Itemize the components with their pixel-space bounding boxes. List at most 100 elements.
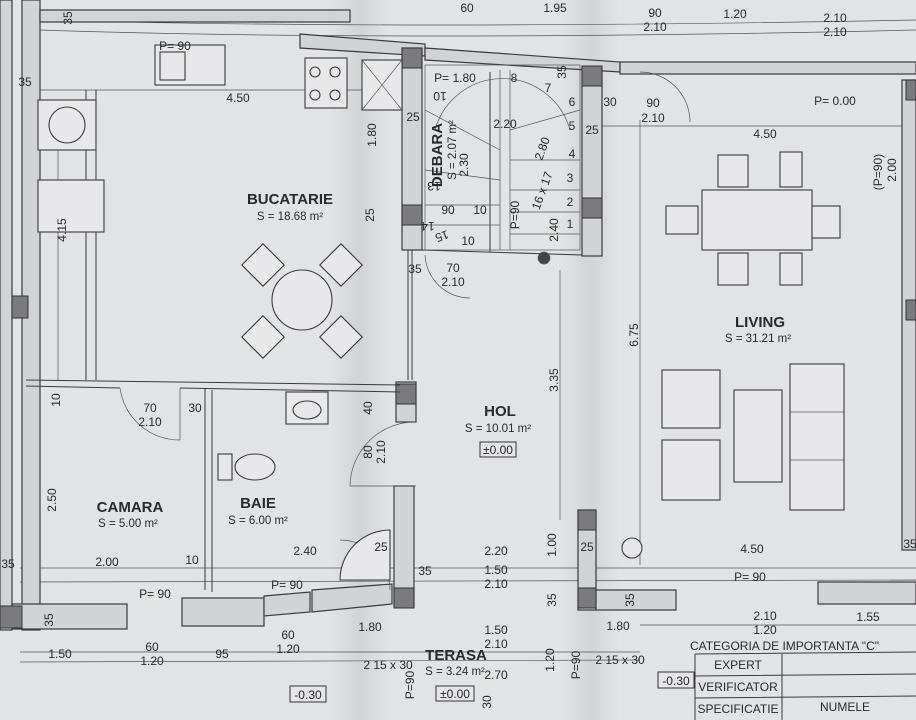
dimension-label: 35 bbox=[418, 564, 432, 578]
level-hol: ±0.00 bbox=[483, 443, 513, 457]
dimension-label: 30 bbox=[603, 95, 617, 109]
dimension-label: P= 90 bbox=[139, 587, 171, 601]
room-name-bucatarie: BUCATARIE bbox=[247, 191, 333, 208]
dimension-label: 25 bbox=[374, 540, 388, 554]
room-area-bucatarie: S = 18.68 m² bbox=[257, 211, 323, 223]
stair-step-number: 15 bbox=[433, 227, 451, 245]
dimension-label: 4.50 bbox=[226, 91, 250, 105]
title-block: CATEGORIA DE IMPORTANTA "C" EXPERT VERIF… bbox=[690, 639, 916, 720]
dimension-label: 2.00 bbox=[885, 158, 899, 182]
dimension-label: 25 bbox=[363, 208, 377, 222]
dimension-label: 60 bbox=[281, 628, 295, 642]
dimension-label: 30 bbox=[188, 401, 202, 415]
dimension-label: 1.20 bbox=[723, 7, 747, 21]
title-block-row-expert: EXPERT bbox=[714, 658, 762, 672]
dimension-label: P= 90 bbox=[159, 39, 191, 53]
title-block-row-verificator: VERIFICATOR bbox=[698, 680, 778, 694]
dimension-label: 2.70 bbox=[484, 668, 508, 682]
title-block-category: CATEGORIA DE IMPORTANTA "C" bbox=[690, 639, 879, 653]
dimension-label: 35 bbox=[42, 613, 56, 627]
dimension-label: 1.80 bbox=[365, 123, 379, 147]
dimension-label: 2.40 bbox=[547, 218, 561, 242]
dimension-label: 1.20 bbox=[543, 648, 557, 672]
dimension-label: 2.10 bbox=[643, 20, 667, 34]
dimension-label: 2 15 x 30 bbox=[595, 653, 645, 667]
room-labels: BUCATARIE S = 18.68 m² DEBARA S = 2.07 m… bbox=[97, 120, 792, 678]
dimension-label: 1.20 bbox=[276, 642, 300, 656]
title-block-names-header: NUMELE bbox=[820, 700, 870, 714]
dimension-label: 2.10 bbox=[374, 440, 388, 464]
dimension-label: 2.10 bbox=[138, 415, 162, 429]
dimension-label: 35 bbox=[623, 593, 637, 607]
dimension-label: 4.15 bbox=[55, 218, 69, 242]
room-area-terasa: S = 3.24 m² bbox=[425, 666, 485, 678]
dimension-label: 90 bbox=[441, 203, 455, 217]
dimension-label: 2.10 bbox=[753, 609, 777, 623]
room-name-hol: HOL bbox=[484, 403, 516, 420]
level-right: -0.30 bbox=[662, 674, 690, 688]
staircase bbox=[424, 64, 581, 265]
dimension-label: 30 bbox=[480, 695, 494, 709]
dimension-label: 2.10 bbox=[823, 25, 847, 39]
dining-table-kitchen bbox=[241, 243, 363, 359]
stair-step-number: 14 bbox=[421, 219, 435, 233]
dimension-label: P=90 bbox=[403, 670, 417, 699]
dimension-label: 1.50 bbox=[484, 563, 508, 577]
dimension-label: 90 bbox=[648, 6, 662, 20]
dimension-label: 2.40 bbox=[293, 544, 317, 558]
dimension-label: 1.55 bbox=[856, 610, 880, 624]
living-furniture bbox=[621, 151, 845, 559]
dimension-label: 4.50 bbox=[753, 127, 777, 141]
dimension-label: 10 bbox=[461, 234, 475, 248]
dimension-label: 2.10 bbox=[641, 111, 665, 125]
dimension-label: 90 bbox=[646, 96, 660, 110]
dimension-label: 3.35 bbox=[547, 368, 561, 392]
dimension-label: 35 bbox=[545, 593, 559, 607]
room-area-baie: S = 6.00 m² bbox=[228, 515, 288, 527]
dimension-label: 25 bbox=[406, 110, 420, 124]
dimension-label: 80 bbox=[361, 445, 375, 459]
stair-step-number: 13 bbox=[427, 179, 441, 193]
dimension-label: 35 bbox=[408, 262, 422, 276]
stair-step-number: 3 bbox=[567, 171, 574, 185]
dimension-label: 2 15 x 30 bbox=[363, 658, 413, 672]
room-area-hol: S = 10.01 m² bbox=[465, 423, 531, 435]
dimension-label: 35 bbox=[18, 75, 32, 89]
room-area-debara: S = 2.07 m² bbox=[447, 120, 459, 180]
dimension-label: 35 bbox=[61, 11, 75, 25]
room-name-debara: DEBARA bbox=[429, 123, 446, 187]
dimension-label: 1.80 bbox=[358, 620, 382, 634]
dimension-label: P= 90 bbox=[271, 578, 303, 592]
dimension-label: 10 bbox=[185, 553, 199, 567]
dimension-label: 2.10 bbox=[441, 275, 465, 289]
level-terasa: ±0.00 bbox=[440, 687, 470, 701]
doors bbox=[119, 71, 691, 591]
dimension-label: 40 bbox=[361, 401, 375, 415]
dimension-label: 10 bbox=[49, 393, 63, 407]
level-left: -0.30 bbox=[294, 688, 322, 702]
title-block-row-specificatie: SPECIFICATIE bbox=[697, 702, 778, 716]
dimension-label: 2.20 bbox=[484, 544, 508, 558]
dimension-label: 2.10 bbox=[484, 577, 508, 591]
stair-step-number: 6 bbox=[569, 95, 576, 109]
kitchen-fixtures bbox=[37, 44, 403, 233]
dimension-label: P=90 bbox=[569, 650, 583, 679]
dimension-label: 60 bbox=[460, 1, 474, 15]
dimension-label: 35 bbox=[1, 557, 15, 571]
dimension-label: (P=90) bbox=[871, 154, 885, 190]
dimension-label: 2.30 bbox=[457, 153, 471, 177]
dimension-label: 4.50 bbox=[740, 542, 764, 556]
dimension-label: 60 bbox=[145, 640, 159, 654]
dimension-label: 35 bbox=[903, 537, 916, 551]
walls bbox=[0, 0, 916, 631]
dimension-label: 1.00 bbox=[545, 533, 559, 557]
dimension-label: 1.50 bbox=[484, 623, 508, 637]
dimension-label: 2.20 bbox=[493, 117, 517, 131]
room-name-terasa: TERASA bbox=[425, 647, 487, 664]
dimension-label: 1.80 bbox=[606, 619, 630, 633]
dimension-label: 10 bbox=[473, 203, 487, 217]
stair-step-number: 10 bbox=[433, 89, 447, 103]
bathroom-fixtures bbox=[217, 391, 391, 581]
